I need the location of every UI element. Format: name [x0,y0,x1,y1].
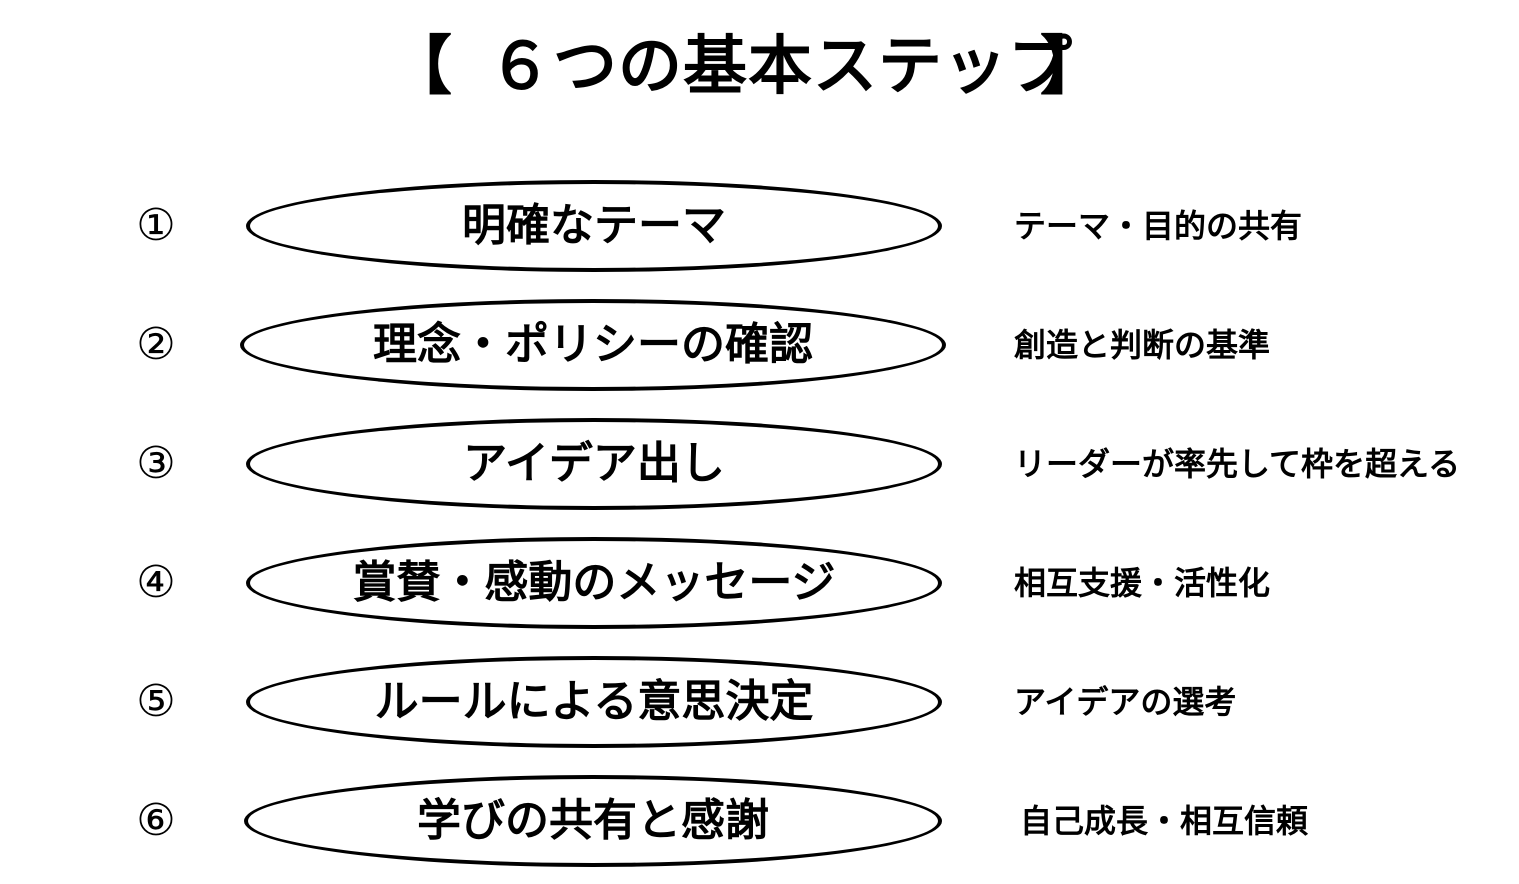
step-label: アイデア出し [463,438,725,489]
step-4: ④ 賞賛・感動のメッセージ 相互支援・活性化 [0,537,1519,637]
step-label: 賞賛・感動のメッセージ [352,557,836,608]
step-number: ⑥ [136,795,176,846]
title-text: ６つの基本ステップ [488,30,1073,104]
step-oval: アイデア出し [246,418,942,510]
step-label: 理念・ポリシーの確認 [373,319,813,370]
step-number: ⑤ [136,676,176,727]
step-description: リーダーが率先して枠を超える [1014,445,1461,483]
step-oval: 学びの共有と感謝 [244,775,942,867]
step-label: 学びの共有と感謝 [417,795,769,846]
step-oval: 賞賛・感動のメッセージ [246,537,942,629]
title-close-bracket: 】 [1040,30,1104,104]
step-number: ② [136,319,176,370]
step-1: ① 明確なテーマ テーマ・目的の共有 [0,180,1519,280]
step-2: ② 理念・ポリシーの確認 創造と判断の基準 [0,299,1519,399]
step-description: アイデアの選考 [1014,683,1237,721]
step-number: ① [136,200,176,251]
step-oval: ルールによる意思決定 [246,656,942,748]
step-oval: 明確なテーマ [246,180,942,272]
page-title: 【 ６つの基本ステップ 】 [0,22,1519,112]
step-label: ルールによる意思決定 [374,676,814,727]
step-oval: 理念・ポリシーの確認 [240,299,946,391]
step-description: テーマ・目的の共有 [1014,207,1303,245]
step-6: ⑥ 学びの共有と感謝 自己成長・相互信頼 [0,775,1519,875]
step-number: ④ [136,557,176,608]
step-label: 明確なテーマ [462,200,726,251]
step-description: 創造と判断の基準 [1014,326,1271,364]
title-open-bracket: 【 [388,30,452,104]
step-description: 相互支援・活性化 [1014,564,1271,602]
step-number: ③ [136,438,176,489]
step-description: 自己成長・相互信頼 [1020,802,1309,840]
step-3: ③ アイデア出し リーダーが率先して枠を超える [0,418,1519,518]
step-5: ⑤ ルールによる意思決定 アイデアの選考 [0,656,1519,756]
